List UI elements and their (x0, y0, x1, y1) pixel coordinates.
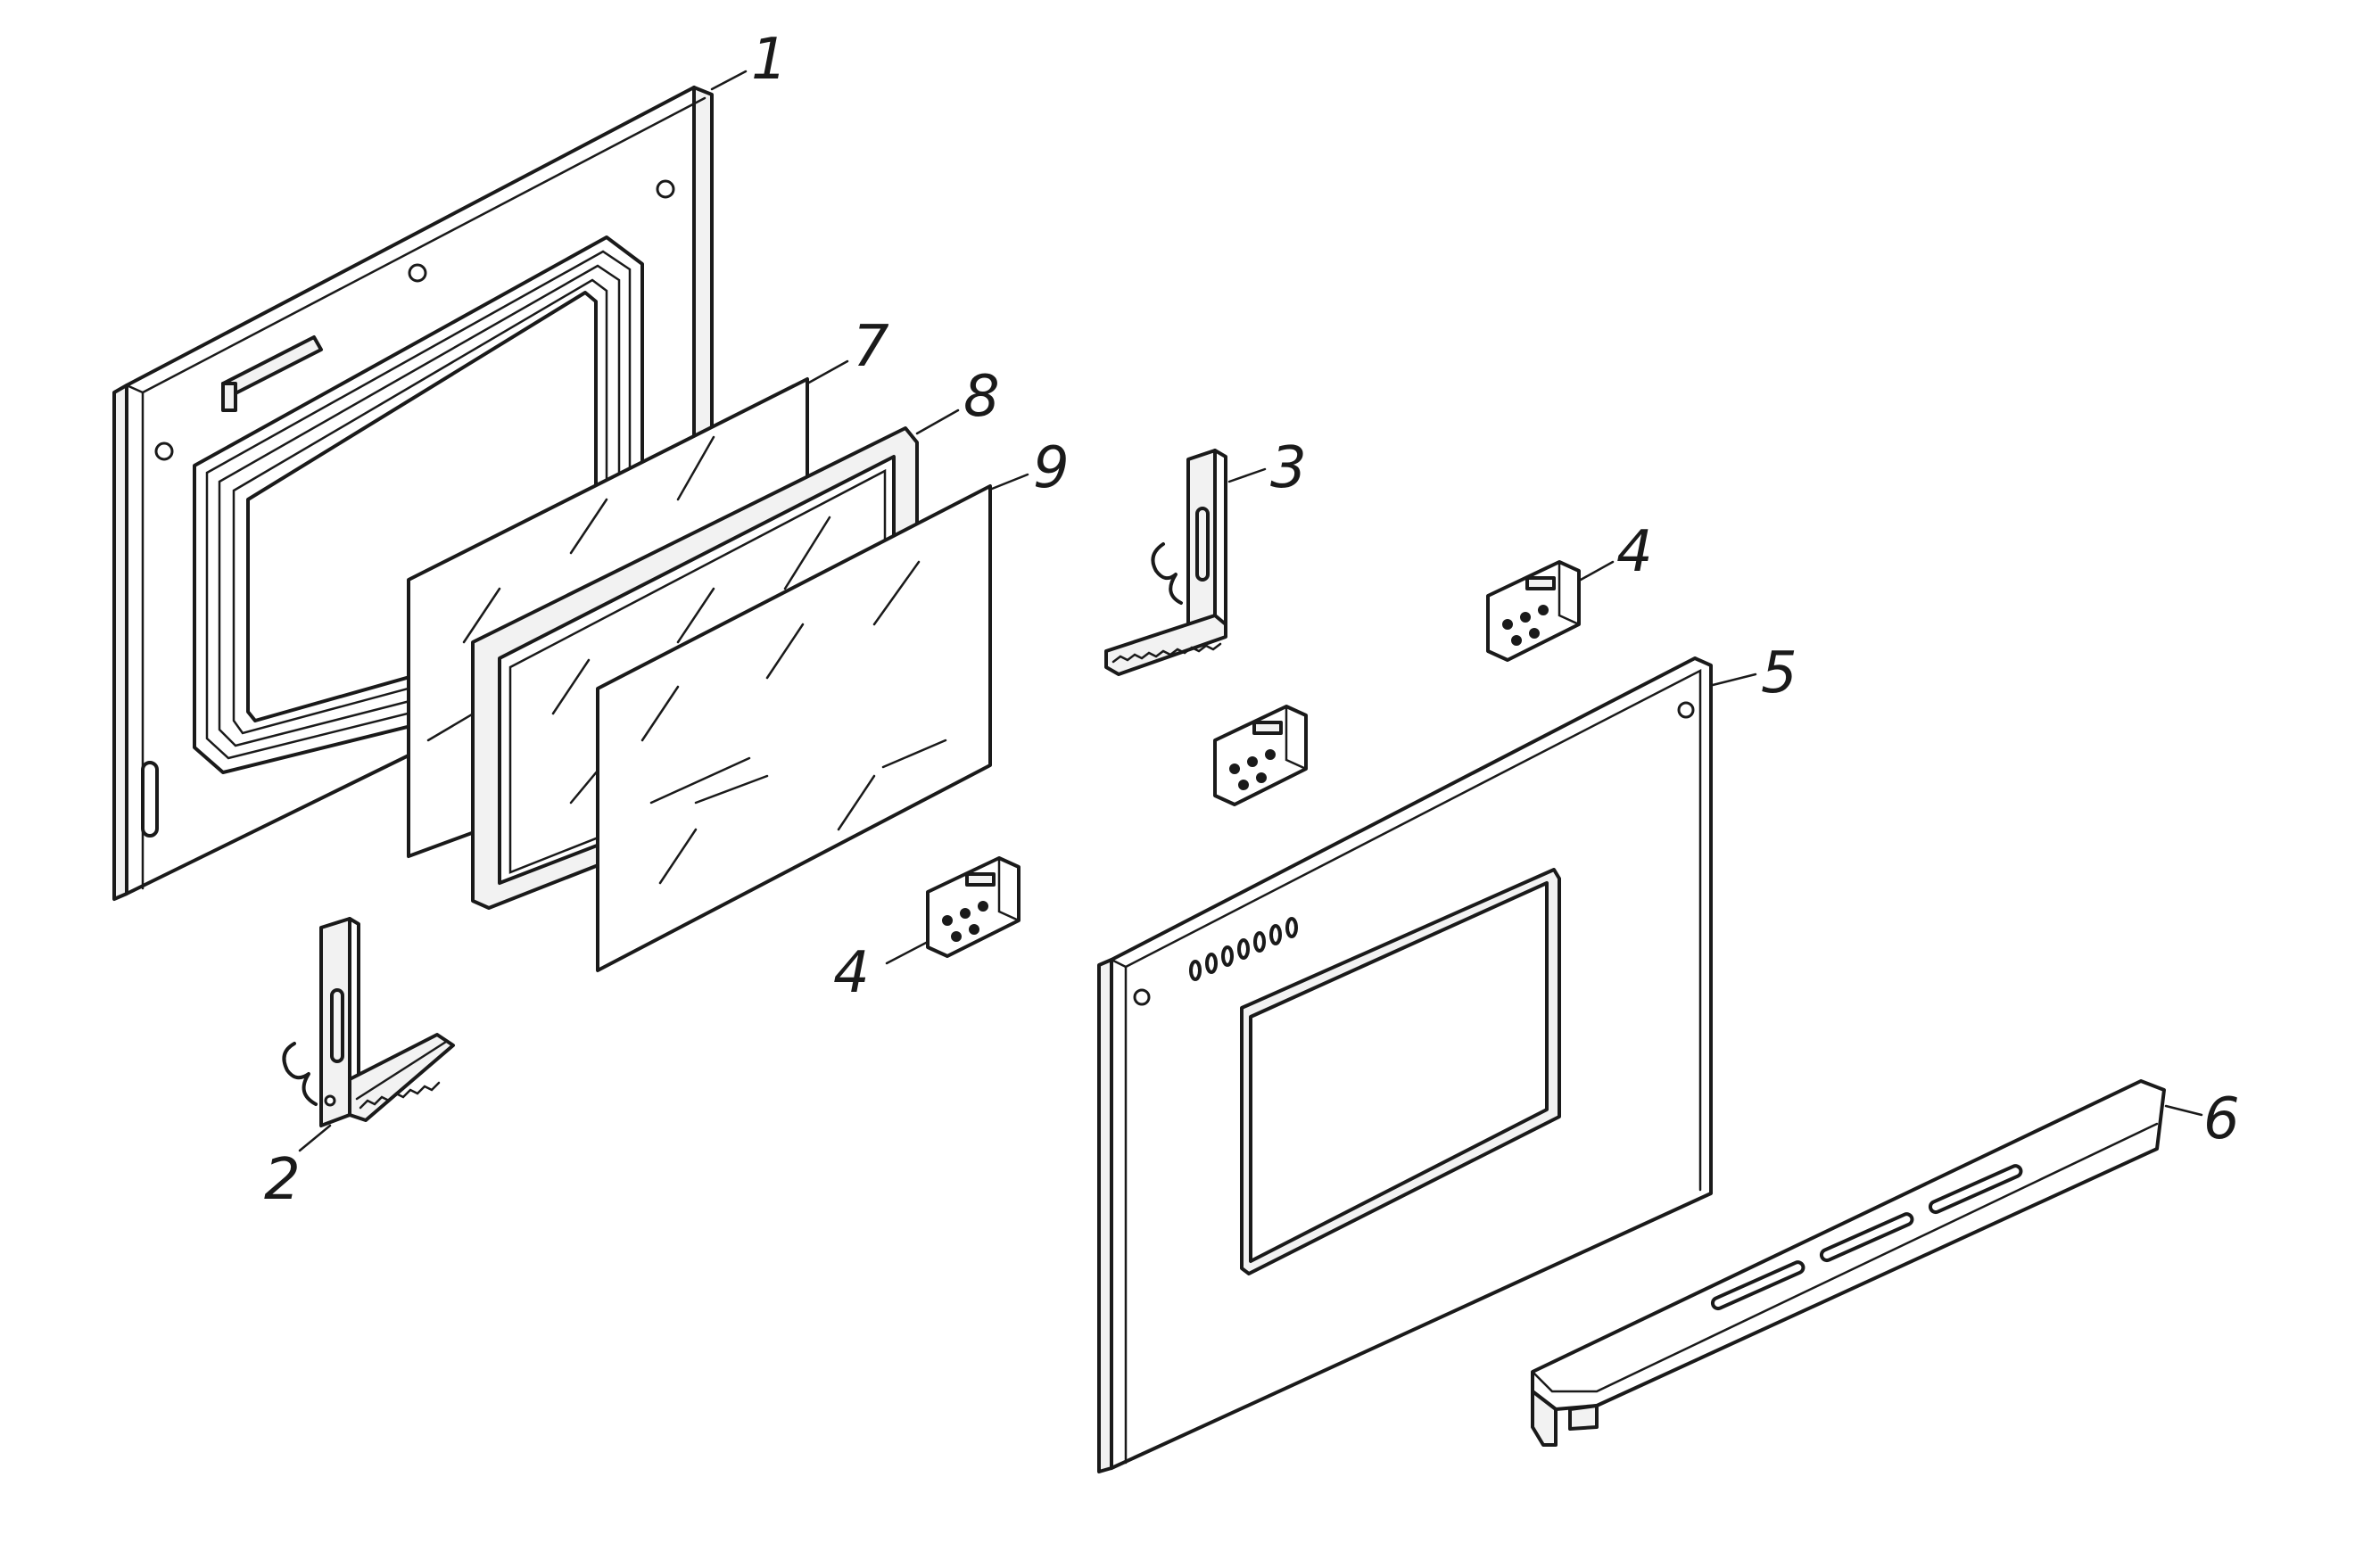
glass-pane-9 (596, 484, 992, 972)
screw-hole-icon (656, 179, 675, 199)
door-handle (1531, 1079, 2166, 1447)
hinge-2 (282, 917, 455, 1127)
callout-6: 6 (2203, 1086, 2240, 1152)
inner-door-panel (112, 86, 714, 901)
callout-1: 1 (751, 27, 788, 93)
leader-lines (298, 70, 2203, 1152)
callout-4-lower: 4 (833, 940, 870, 1006)
screw-hole-icon (1133, 988, 1151, 1006)
hinge-3 (1104, 449, 1227, 676)
callout-4-upper: 4 (1616, 519, 1653, 585)
callout-9: 9 (1033, 435, 1070, 501)
callouts: 1 2 3 4 4 5 6 7 8 9 (264, 27, 2240, 1213)
callout-2: 2 (264, 1147, 301, 1213)
callout-8: 8 (963, 364, 1000, 430)
screw-hole-icon (1677, 701, 1695, 719)
callout-5: 5 (1761, 640, 1797, 706)
callout-3: 3 (1270, 435, 1307, 501)
vent-holes (1189, 917, 1298, 981)
bracket-4-upper (1486, 560, 1581, 662)
bracket-4-lower (926, 856, 1020, 958)
callout-7: 7 (853, 314, 889, 380)
bracket-4-middle (1213, 705, 1308, 806)
outer-door-front (1097, 656, 1713, 1473)
screw-hole-icon (408, 263, 427, 283)
screw-hole-icon (154, 442, 174, 461)
